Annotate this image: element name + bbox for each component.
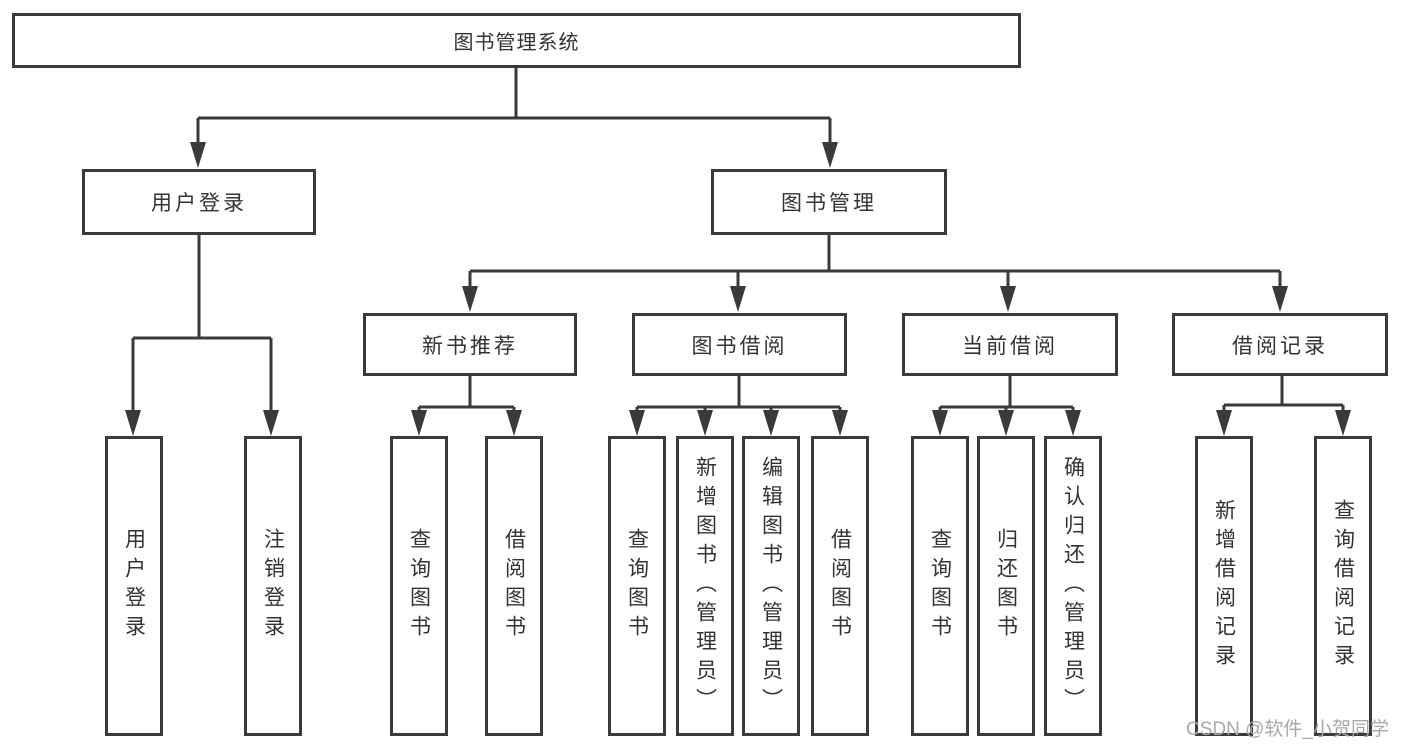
node-book-borrow-label: 图书借阅	[691, 334, 788, 358]
leaf-current-query-book: 查询图书	[911, 436, 969, 736]
node-user-login: 用户登录	[82, 169, 316, 235]
node-borrow-records-label: 借阅记录	[1232, 334, 1328, 358]
edges-borrow-records	[1216, 376, 1351, 436]
node-borrow-records: 借阅记录	[1172, 313, 1388, 376]
leaf-confirm-return-admin: 确认归还（管理员）	[1044, 436, 1102, 736]
leaf-borrow-query-book-label: 查询图书	[625, 528, 649, 644]
node-new-book-recommend: 新书推荐	[363, 313, 577, 376]
leaf-logout: 注销登录	[244, 436, 302, 736]
leaf-borrow-query-book: 查询图书	[608, 436, 666, 736]
leaf-recommend-query-book-label: 查询图书	[407, 528, 431, 644]
node-current-borrow: 当前借阅	[902, 313, 1118, 376]
node-user-login-label: 用户登录	[151, 192, 247, 215]
leaf-query-borrow-record-label: 查询借阅记录	[1331, 499, 1355, 673]
node-book-management: 图书管理	[711, 169, 947, 235]
csdn-watermark: CSDN @软件_小贺同学	[1186, 719, 1389, 740]
node-new-book-recommend-label: 新书推荐	[422, 334, 518, 358]
leaf-return-book-label: 归还图书	[994, 528, 1018, 644]
leaf-add-book-admin: 新增图书（管理员）	[676, 436, 734, 736]
leaf-recommend-query-book: 查询图书	[390, 436, 448, 736]
leaf-query-borrow-record: 查询借阅记录	[1314, 436, 1372, 736]
node-root-label: 图书管理系统	[453, 32, 580, 54]
node-current-borrow-label: 当前借阅	[962, 334, 1058, 358]
leaf-add-borrow-record-label: 新增借阅记录	[1212, 499, 1236, 673]
leaf-edit-book-admin-label: 编辑图书（管理员）	[759, 455, 783, 717]
node-book-management-label: 图书管理	[781, 192, 877, 215]
leaf-add-borrow-record: 新增借阅记录	[1195, 436, 1253, 736]
edges-book-management	[462, 235, 1288, 312]
leaf-recommend-borrow-book: 借阅图书	[485, 436, 543, 736]
leaf-current-query-book-label: 查询图书	[928, 528, 952, 644]
leaf-user-login: 用户登录	[105, 436, 163, 736]
edges-user-login	[125, 235, 279, 436]
leaf-edit-book-admin: 编辑图书（管理员）	[742, 436, 800, 736]
leaf-logout-label: 注销登录	[261, 528, 285, 644]
edges-current-borrow	[932, 376, 1081, 436]
leaf-confirm-return-admin-label: 确认归还（管理员）	[1061, 455, 1085, 717]
edges-root	[190, 68, 838, 168]
edges-book-borrow	[629, 376, 848, 436]
leaf-borrow-book-label: 借阅图书	[828, 528, 852, 644]
node-root: 图书管理系统	[12, 13, 1021, 68]
node-book-borrow: 图书借阅	[632, 313, 847, 376]
leaf-recommend-borrow-book-label: 借阅图书	[502, 528, 526, 644]
leaf-user-login-label: 用户登录	[122, 528, 146, 644]
leaf-return-book: 归还图书	[977, 436, 1035, 736]
leaf-add-book-admin-label: 新增图书（管理员）	[693, 455, 717, 717]
edges-new-book-recommend	[411, 376, 522, 436]
leaf-borrow-book: 借阅图书	[811, 436, 869, 736]
